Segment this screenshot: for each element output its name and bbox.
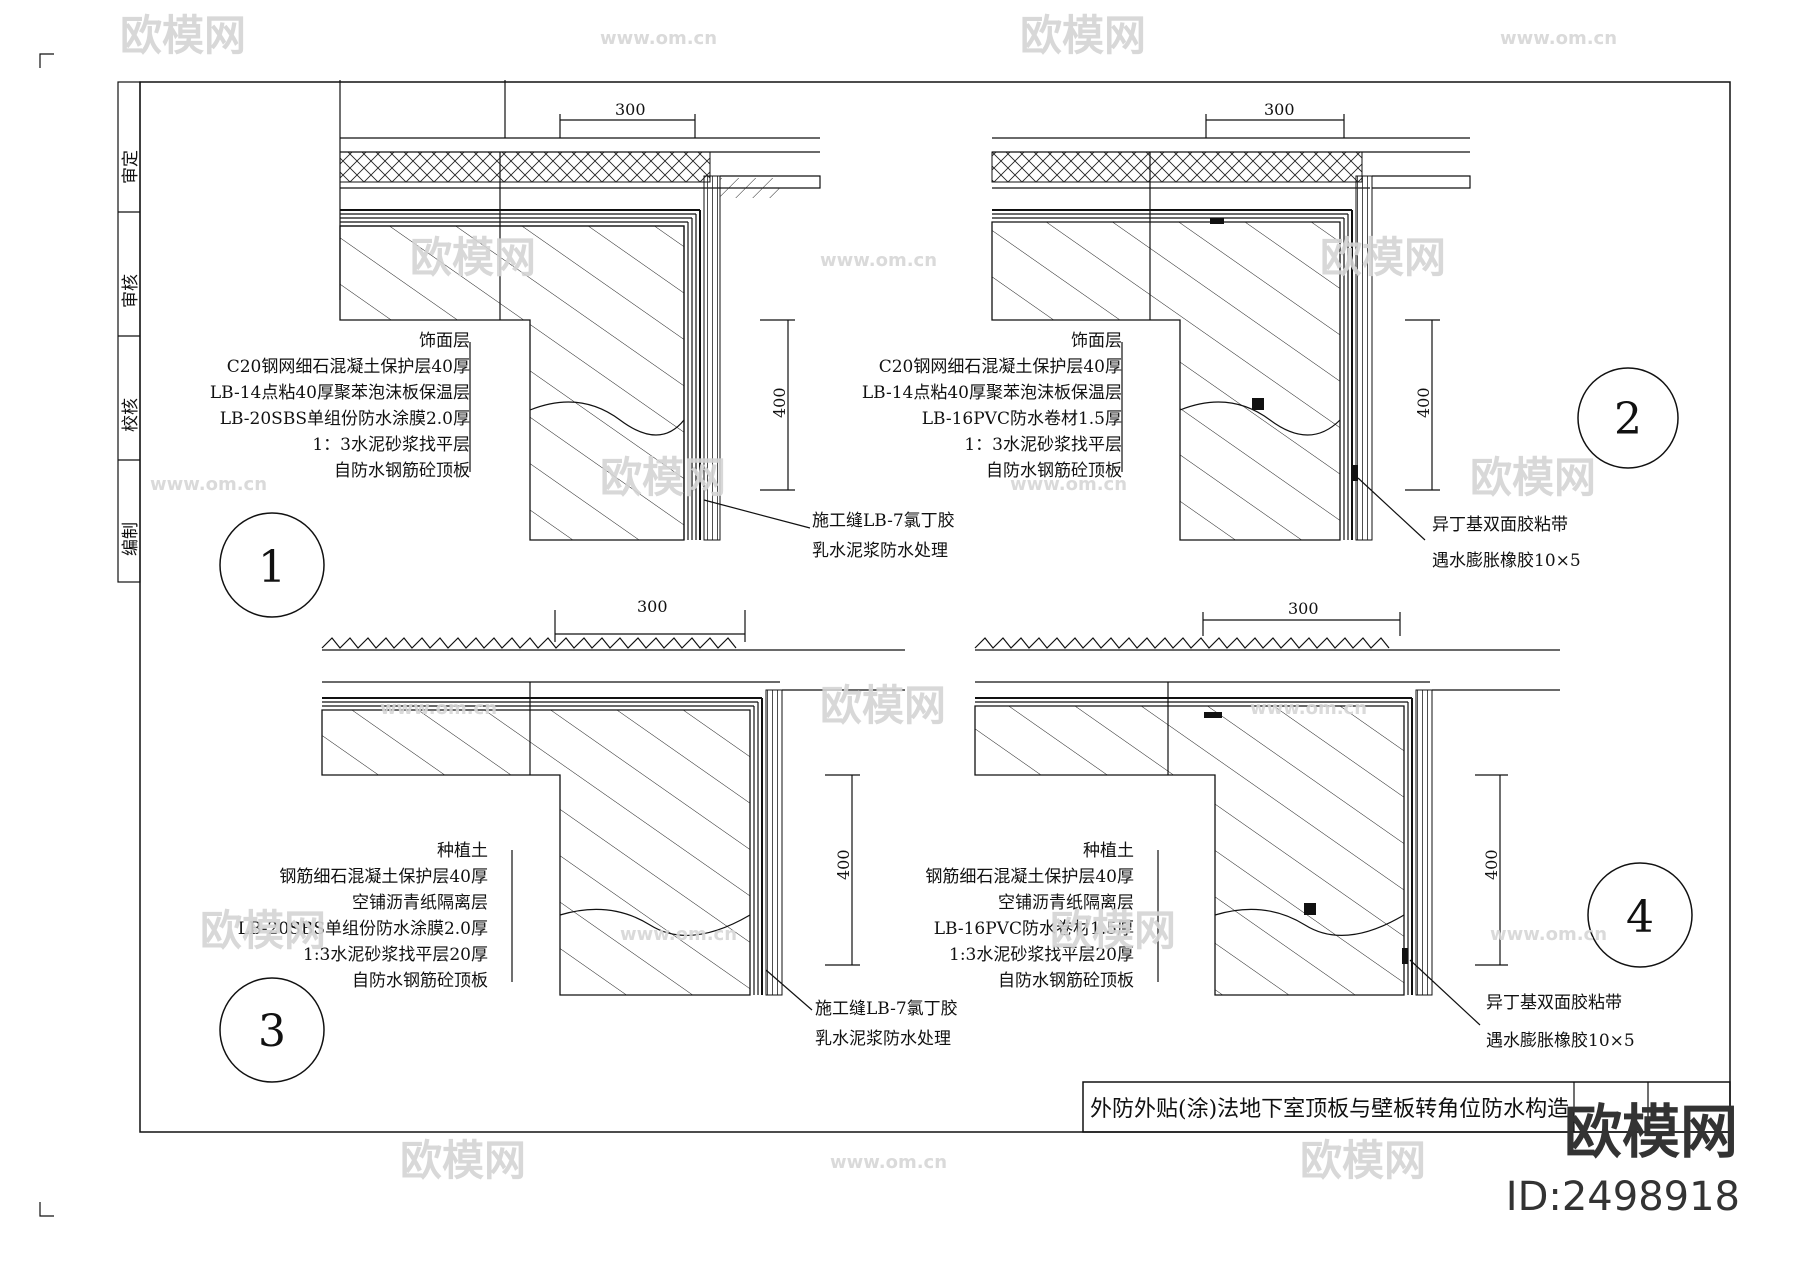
detail-4: 300 400 种植土 钢筋细石混凝土保护层40厚 空铺沥青纸隔离层 LB-16… (925, 599, 1693, 1051)
d3-dim-top: 300 (637, 597, 668, 616)
watermark-brand: 欧模网 (1320, 233, 1446, 282)
watermark-site: www.om.cn (820, 250, 937, 271)
watermark-brand: 欧模网 (600, 453, 726, 502)
d2-layers: 饰面层 C20钢网细石混凝土保护层40厚 LB-14点粘40厚聚苯泡沫板保温层 … (862, 331, 1122, 481)
d2-layer: 自防水钢筋砼顶板 (986, 461, 1122, 481)
d1-callout: 施工缝LB-7氯丁胶 (812, 511, 955, 531)
watermark-site: www.om.cn (620, 924, 737, 945)
d4-layer: 1:3水泥砂浆找平层20厚 (949, 945, 1134, 965)
d2-dim-side: 400 (1414, 387, 1433, 418)
d1-layer: 自防水钢筋砼顶板 (334, 461, 470, 481)
d4-callout: 遇水膨胀橡胶10×5 (1486, 1031, 1635, 1051)
d2-dim-top: 300 (1264, 100, 1295, 119)
d2-callout: 遇水膨胀橡胶10×5 (1432, 551, 1581, 571)
drawing-frame (139, 81, 1731, 1133)
watermark-site: www.om.cn (600, 28, 717, 49)
d1-layer: 1：3水泥砂浆找平层 (312, 435, 470, 455)
logo-id: ID:2498918 (1506, 1174, 1740, 1220)
d1-dim-top: 300 (615, 100, 646, 119)
detail-2: 300 400 饰面层 C20钢网细石混凝土保护层40厚 LB-14点粘40厚聚… (862, 100, 1679, 571)
detail-3: 300 400 种植土 钢筋细石混凝土保护层40厚 空铺沥青纸隔离层 LB-20… (219, 597, 958, 1083)
d3-callout: 施工缝LB-7氯丁胶 (815, 999, 958, 1019)
title-block: 外防外贴(涂)法地下室顶板与壁板转角位防水构造 (1082, 1081, 1731, 1133)
d4-layer: 空铺沥青纸隔离层 (998, 893, 1134, 913)
watermark-layer: 欧模网 www.om.cn 欧模网 www.om.cn 欧模网 欧模网 www.… (120, 11, 1617, 1185)
detail-1: 300 400 饰面层 C20钢网细石混凝土保护层40厚 LB-14点粘40厚聚… (210, 80, 955, 618)
watermark-brand: 欧模网 (1470, 453, 1596, 502)
approval-sidebar: 审定 审核 校核 编制 (117, 81, 141, 583)
d3-layer: 1:3水泥砂浆找平层20厚 (303, 945, 488, 965)
d3-layer: 自防水钢筋砼顶板 (352, 971, 488, 991)
d1-number: 1 (258, 542, 286, 593)
d2-layer: LB-16PVC防水卷材1.5厚 (922, 409, 1122, 429)
watermark-brand: 欧模网 (820, 681, 946, 730)
d2-layer: C20钢网细石混凝土保护层40厚 (879, 357, 1122, 377)
sidebar-check: 校核 (121, 398, 141, 432)
d4-layers: 种植土 钢筋细石混凝土保护层40厚 空铺沥青纸隔离层 LB-16PVC防水卷材1… (925, 841, 1134, 991)
watermark-brand: 欧模网 (410, 233, 536, 282)
d3-layers: 种植土 钢筋细石混凝土保护层40厚 空铺沥青纸隔离层 LB-20SBS单组份防水… (238, 841, 488, 991)
watermark-site: www.om.cn (1490, 924, 1607, 945)
watermark-site: www.om.cn (150, 474, 267, 495)
d1-dim-side: 400 (770, 387, 789, 418)
watermark-site: www.om.cn (1010, 474, 1127, 495)
d3-layer: LB-20SBS单组份防水涂膜2.0厚 (238, 919, 488, 939)
watermark-brand: 欧模网 (120, 11, 246, 60)
brand-logo: 欧模网 ID:2498918 (1506, 1098, 1740, 1220)
d2-layer: LB-14点粘40厚聚苯泡沫板保温层 (862, 383, 1122, 403)
watermark-brand: 欧模网 (200, 906, 326, 955)
d1-layer: LB-20SBS单组份防水涂膜2.0厚 (220, 409, 470, 429)
d4-layer: LB-16PVC防水卷材1.5厚 (934, 919, 1134, 939)
d4-number: 4 (1626, 892, 1654, 943)
sheet-title: 外防外贴(涂)法地下室顶板与壁板转角位防水构造 (1090, 1097, 1569, 1122)
d1-layer: C20钢网细石混凝土保护层40厚 (227, 357, 470, 377)
d2-layer: 1：3水泥砂浆找平层 (964, 435, 1122, 455)
watermark-brand: 欧模网 (1300, 1136, 1426, 1185)
watermark-site: www.om.cn (380, 698, 497, 719)
d2-layer: 饰面层 (1071, 331, 1122, 351)
d3-layer: 空铺沥青纸隔离层 (352, 893, 488, 913)
sidebar-approve: 审定 (121, 150, 141, 184)
d4-callout: 异丁基双面胶粘带 (1486, 993, 1622, 1013)
d2-callout: 异丁基双面胶粘带 (1432, 515, 1568, 535)
sidebar-draft: 编制 (121, 522, 141, 556)
watermark-site: www.om.cn (1250, 698, 1367, 719)
d4-dim-top: 300 (1288, 599, 1319, 618)
logo-brand: 欧模网 (1564, 1098, 1738, 1166)
d4-layer: 钢筋细石混凝土保护层40厚 (925, 867, 1134, 887)
d3-dim-side: 400 (834, 849, 853, 880)
d4-dim-side: 400 (1482, 849, 1501, 880)
d3-layer: 种植土 (437, 841, 488, 861)
d4-layer: 种植土 (1083, 841, 1134, 861)
d1-callout: 乳水泥浆防水处理 (812, 541, 948, 561)
sidebar-review: 审核 (121, 274, 141, 308)
d4-layer: 自防水钢筋砼顶板 (998, 971, 1134, 991)
watermark-site: www.om.cn (830, 1152, 947, 1173)
d1-layer: 饰面层 (419, 331, 470, 351)
d3-layer: 钢筋细石混凝土保护层40厚 (279, 867, 488, 887)
watermark-brand: 欧模网 (1050, 906, 1176, 955)
d1-layers: 饰面层 C20钢网细石混凝土保护层40厚 LB-14点粘40厚聚苯泡沫板保温层 … (210, 331, 470, 481)
d2-number: 2 (1614, 394, 1642, 445)
d3-callout: 乳水泥浆防水处理 (815, 1029, 951, 1049)
watermark-brand: 欧模网 (400, 1136, 526, 1185)
d1-layer: LB-14点粘40厚聚苯泡沫板保温层 (210, 383, 470, 403)
d3-number: 3 (258, 1006, 286, 1057)
watermark-site: www.om.cn (1500, 28, 1617, 49)
watermark-brand: 欧模网 (1020, 11, 1146, 60)
